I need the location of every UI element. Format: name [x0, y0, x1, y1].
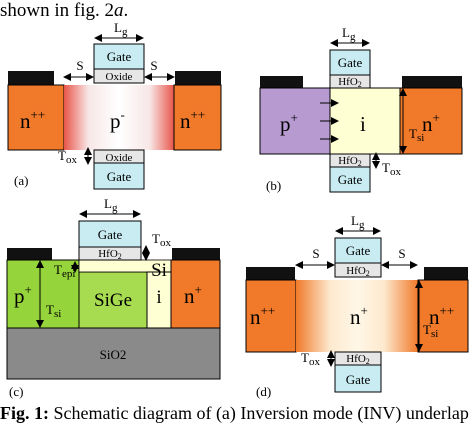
- panel-c-source-label: p+: [14, 282, 32, 308]
- panel-c-sige-device: Gate HfO2 Lg Tox Tepi Tsi p+ SiGe Si i n…: [6, 196, 221, 399]
- panel-a-gate-top-label: Gate: [107, 49, 132, 64]
- panel-b-bottom-gate: [329, 166, 371, 193]
- panel-d-gate-bottom-label: Gate: [346, 372, 371, 387]
- panel-a-s-left-label: S: [76, 58, 83, 73]
- panel-d-tox-label: Tox: [301, 350, 320, 368]
- panel-c-gate-label: Gate: [98, 227, 123, 242]
- panel-c-sige-region: [78, 271, 148, 329]
- panel-a-channel-label: p-: [110, 107, 125, 133]
- panel-c-si-label: Si: [151, 260, 167, 281]
- panel-a-bottom-gate: [93, 162, 145, 190]
- panel-b-gate-bottom-label: Gate: [338, 172, 363, 187]
- panel-b-lg-label: Lg: [342, 25, 356, 43]
- panel-c-tsi-label: Tsi: [46, 302, 61, 320]
- panel-c-drain-contact: [172, 248, 220, 260]
- panel-c-intrinsic-region: [146, 271, 172, 329]
- panel-a-drain-region: [173, 84, 222, 151]
- figure-caption: Fig. 1: Schematic diagram of (a) Inversi…: [0, 403, 469, 424]
- panel-c-gate: [78, 220, 142, 248]
- panel-a-source-label: n++: [20, 107, 45, 133]
- panel-b-hfo2-top-label: HfO2: [338, 76, 362, 89]
- panel-c-source-contact: [7, 248, 52, 260]
- caption-label: Fig. 1:: [0, 403, 49, 423]
- panel-d-channel-label: n+: [350, 303, 368, 329]
- panel-c-tag: (c): [9, 384, 23, 399]
- panel-a-inversion-mode: Gate Oxide Oxide Gate Lg S S n++ p- n++ …: [7, 20, 222, 190]
- panel-b-hfo2-bottom-label: HfO2: [338, 155, 362, 168]
- panel-b-drain-region: [399, 87, 463, 155]
- panel-a-source-region: [7, 84, 65, 151]
- panel-d-channel-region: [296, 280, 418, 352]
- panel-b-top-oxide: [329, 74, 371, 89]
- panel-a-oxide-top-label: Oxide: [106, 71, 133, 83]
- panel-a-oxide-bottom-label: Oxide: [106, 152, 133, 164]
- panel-d-drain-region: [417, 279, 469, 353]
- panel-d-top-gate: [334, 237, 382, 264]
- panel-c-drain-region: [170, 259, 221, 329]
- panel-a-gate-bottom-label: Gate: [107, 169, 132, 184]
- intro-text: shown in fig. 2a.: [0, 0, 128, 22]
- panel-d-drain-label: n++: [429, 303, 454, 329]
- panel-b-gate-top-label: Gate: [338, 55, 363, 70]
- panel-b-channel-label: i: [360, 112, 366, 136]
- panel-a-drain-label: n++: [180, 107, 205, 133]
- panel-c-sige-label: SiGe: [94, 290, 132, 311]
- panel-d-top-oxide: [334, 262, 382, 278]
- panel-a-tox-label: Tox: [58, 148, 77, 166]
- panel-c-lg-label: Lg: [104, 196, 118, 214]
- panel-d-lg-label: Lg: [351, 213, 365, 231]
- caption-text: Schematic diagram of (a) Inversion mode …: [49, 403, 469, 423]
- panel-a-tag: (a): [14, 173, 28, 188]
- panel-b-tag: (b): [266, 178, 281, 193]
- panel-a-channel-region: [64, 85, 174, 150]
- panel-d-junctionless: Gate HfO2 HfO2 Gate Lg S S n++ n+ n++ Ts…: [245, 213, 469, 399]
- panel-a-lg-label: Lg: [114, 20, 128, 38]
- panel-b-drain-contact: [402, 76, 462, 88]
- panel-c-tox-label: Tox: [152, 231, 171, 249]
- panel-c-hfo2: [78, 246, 142, 261]
- panel-b-source-contact: [260, 76, 303, 88]
- panel-d-s-right-label: S: [398, 246, 405, 261]
- panel-d-source-label: n++: [250, 303, 275, 329]
- panel-c-hfo2-label: HfO2: [98, 248, 122, 261]
- intro-main: shown in fig. 2: [0, 0, 114, 21]
- panel-c-box-label: SiO2: [100, 347, 127, 362]
- panel-b-source-label: p+: [280, 110, 298, 136]
- panel-b-tunnel-fet: Gate HfO2 HfO2 Gate Lg p+ i n+ Tsi Tox (…: [259, 25, 463, 193]
- panel-a-source-contact: [8, 71, 54, 85]
- panel-d-tsi-label: Tsi: [423, 322, 438, 340]
- panel-b-tox-label: Tox: [382, 160, 401, 178]
- panel-d-tag: (d): [256, 384, 271, 399]
- panel-a-s-right-label: S: [150, 58, 157, 73]
- panel-b-top-gate: [329, 49, 371, 76]
- panel-c-i-label: i: [156, 287, 161, 308]
- panel-a-drain-contact: [175, 71, 221, 85]
- panel-d-hfo2-bottom-label: HfO2: [346, 353, 370, 366]
- panel-d-drain-contact: [424, 267, 468, 280]
- panel-b-drain-label: n+: [422, 110, 440, 136]
- panel-c-buried-oxide: [6, 327, 221, 380]
- panel-d-source-contact: [246, 267, 295, 280]
- panel-c-drain-label: n+: [184, 282, 202, 308]
- panel-d-gate-top-label: Gate: [346, 243, 371, 258]
- panel-b-tsi-label: Tsi: [409, 126, 424, 144]
- intro-end: .: [123, 0, 129, 21]
- intro-fig-letter: a: [114, 0, 124, 21]
- panel-d-bottom-gate: [334, 364, 382, 393]
- panel-d-s-left-label: S: [312, 246, 319, 261]
- panel-d-hfo2-top-label: HfO2: [346, 265, 370, 278]
